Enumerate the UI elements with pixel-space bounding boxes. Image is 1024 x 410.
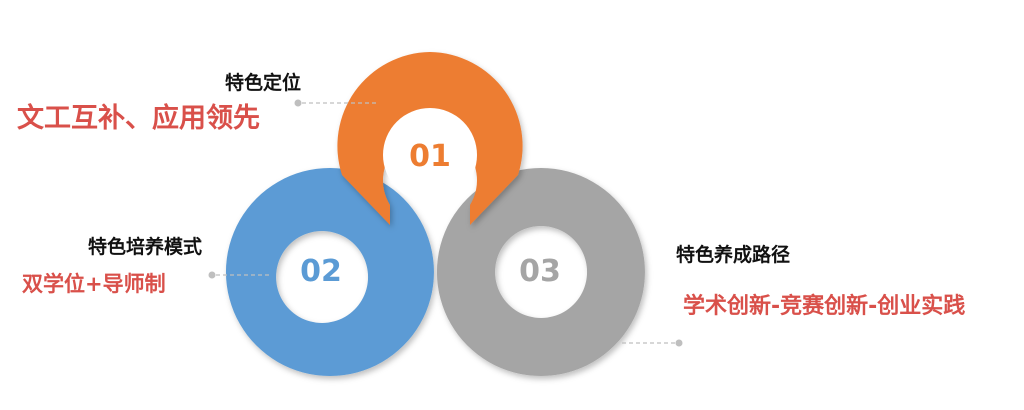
- subtext-03: 学术创新-竞赛创新-创业实践: [683, 294, 966, 319]
- ring-number-03: 03: [519, 254, 561, 289]
- subtext-02: 双学位+导师制: [22, 272, 166, 296]
- ring-01-orange: [337, 52, 523, 225]
- connector-01: [294, 99, 378, 107]
- heading-01: 特色定位: [225, 72, 302, 94]
- subtext-01: 文工互补、应用领先: [17, 103, 260, 134]
- heading-02: 特色培养模式: [88, 236, 203, 258]
- ring-01-hole: [383, 108, 477, 202]
- connector-02: [208, 271, 270, 279]
- connector-03: [622, 339, 683, 347]
- ring-number-02: 02: [300, 254, 342, 289]
- ring-03-gray: [436, 168, 645, 376]
- ring-number-01: 01: [409, 139, 451, 174]
- heading-03: 特色养成路径: [676, 244, 791, 266]
- ring-02-blue: [225, 168, 434, 376]
